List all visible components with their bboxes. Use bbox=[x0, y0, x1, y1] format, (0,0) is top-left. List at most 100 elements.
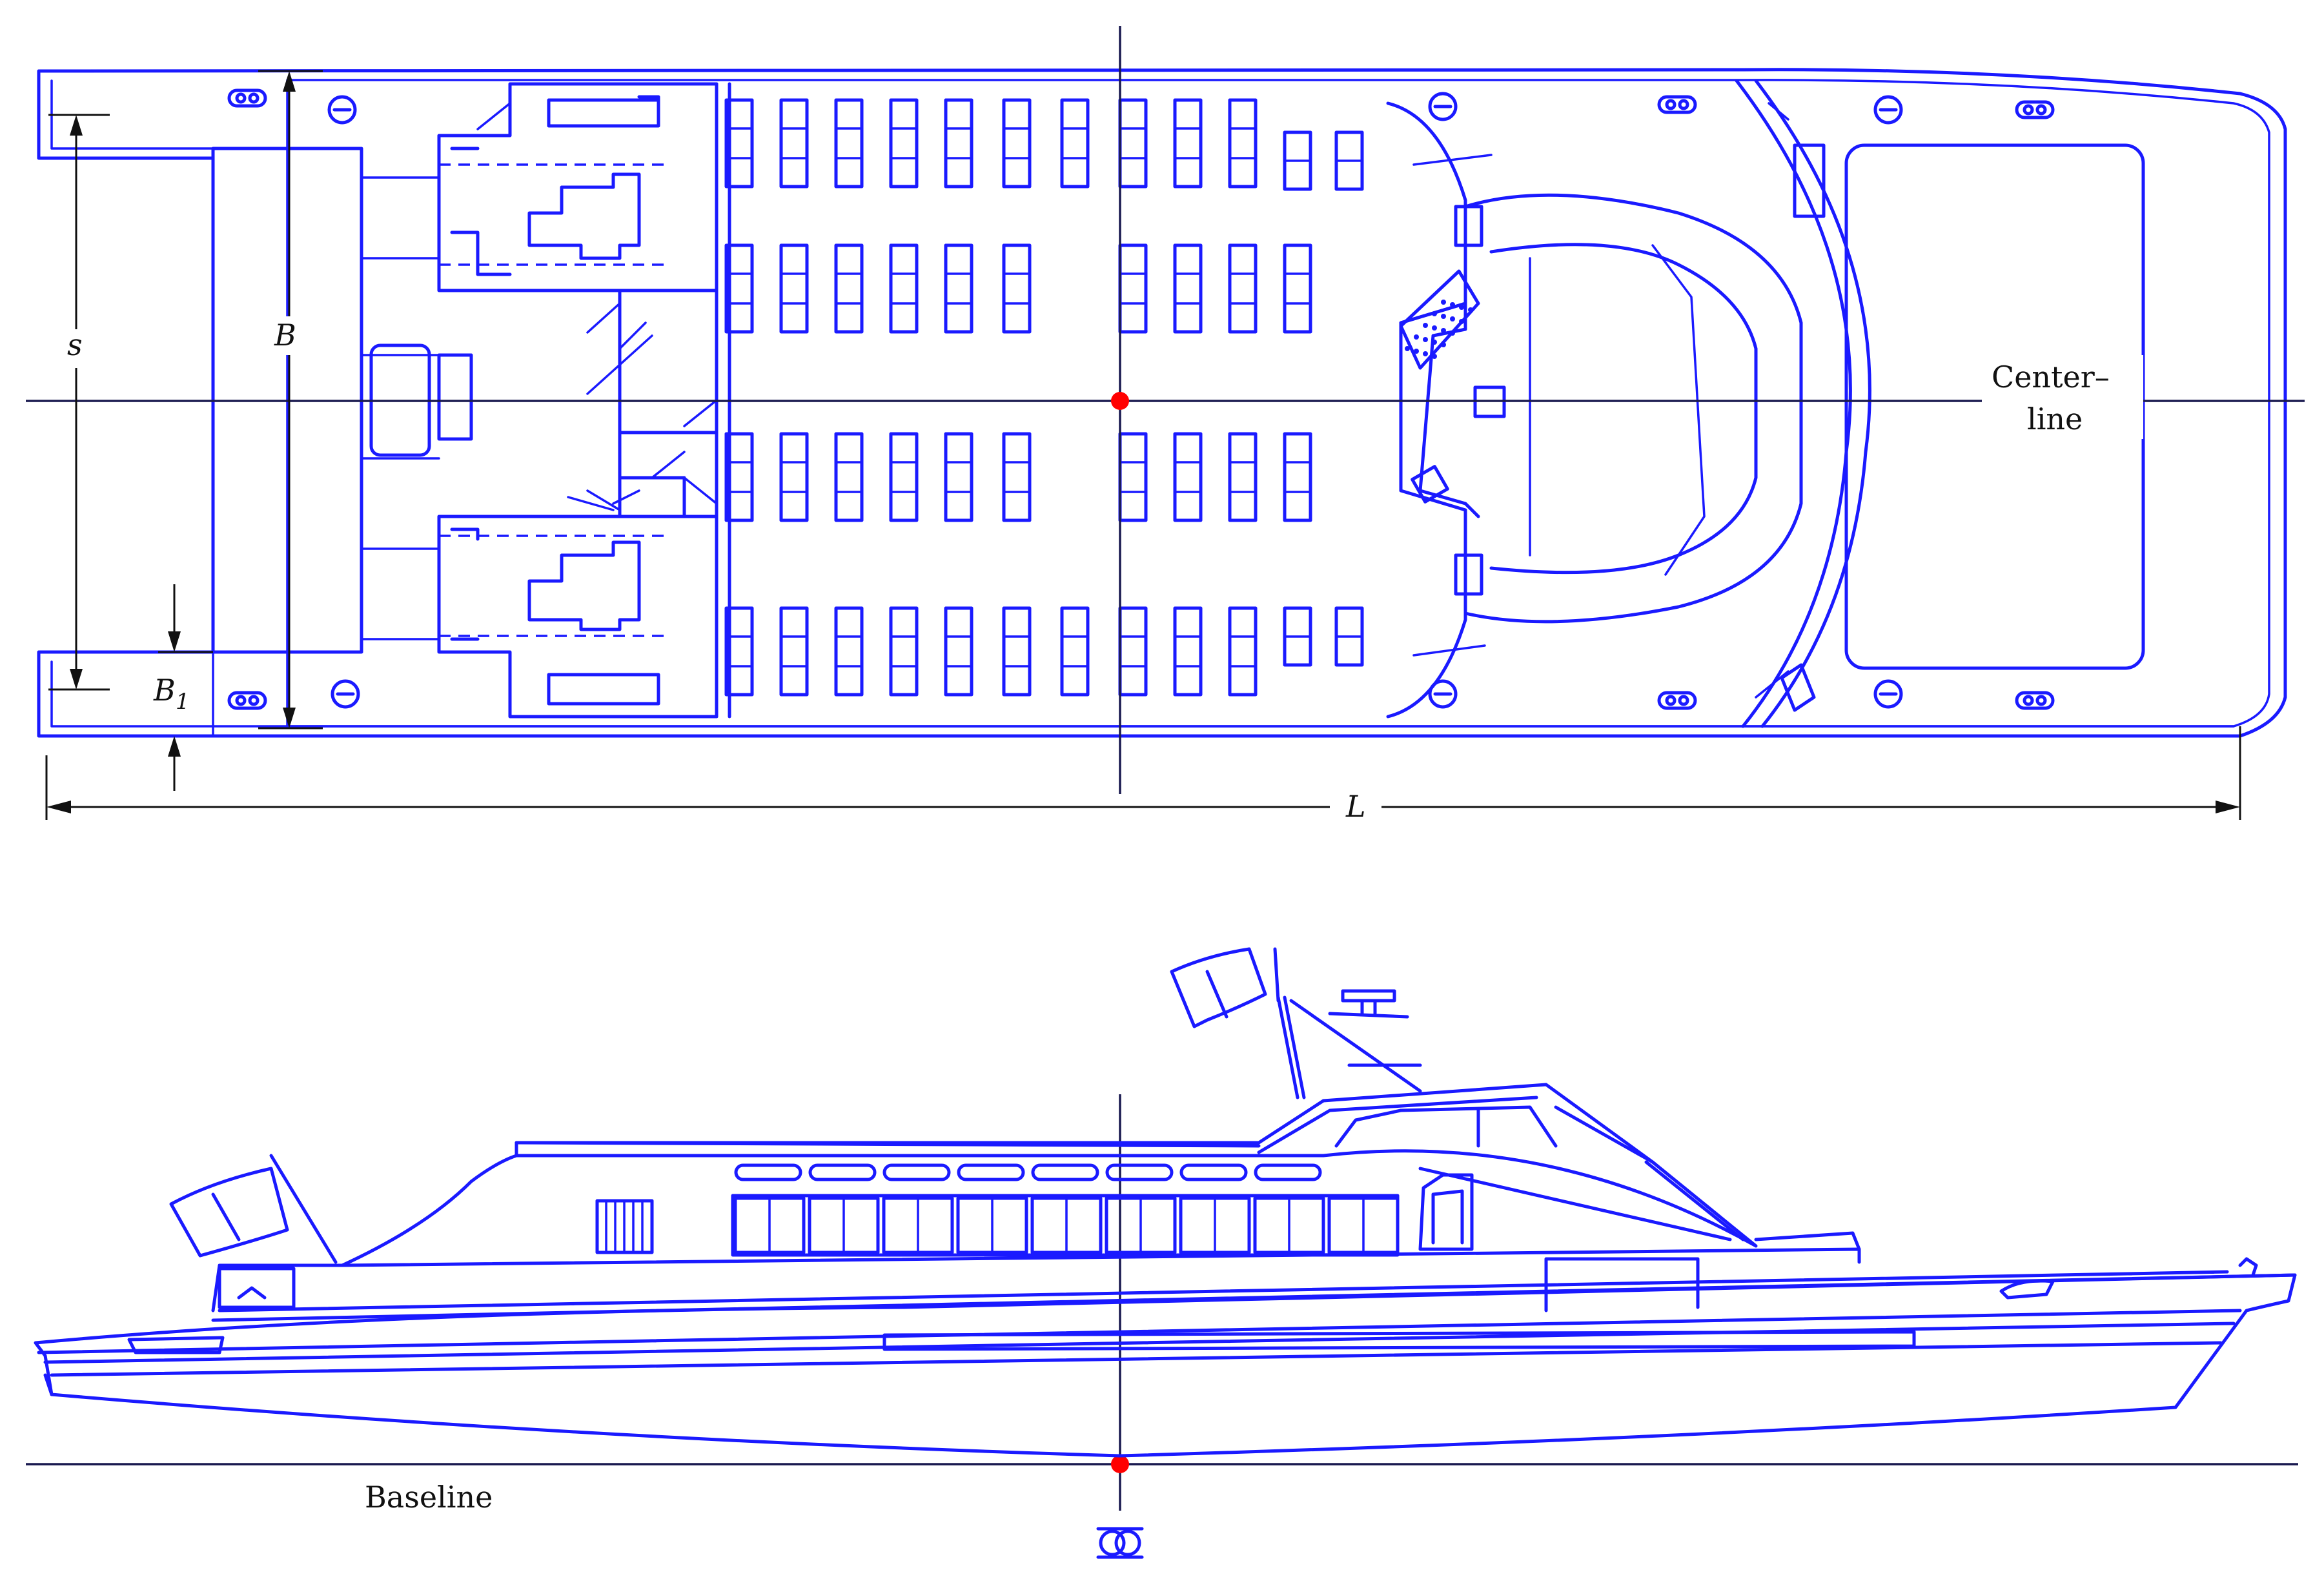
plan-engine-lower-box bbox=[547, 673, 660, 706]
seat-frame bbox=[724, 606, 754, 697]
profile-hull-lines bbox=[37, 1309, 2242, 1396]
seat-block bbox=[1334, 130, 1364, 191]
seat-block bbox=[1002, 243, 1032, 334]
plan-bridge-inner bbox=[1529, 244, 1706, 576]
plan-bridge-window bbox=[1454, 205, 1483, 247]
cleat-icon bbox=[1657, 691, 1697, 710]
seat-block bbox=[944, 606, 973, 697]
profile-bridge-lines bbox=[1418, 1105, 1861, 1251]
midship-section-icon bbox=[1096, 1527, 1144, 1559]
seat-frame bbox=[944, 606, 973, 697]
seat-block bbox=[889, 243, 919, 334]
porthole bbox=[1254, 1163, 1322, 1181]
seat-block bbox=[834, 606, 864, 697]
seat-block bbox=[724, 432, 754, 522]
seat-frame bbox=[1283, 243, 1312, 334]
cleat-base bbox=[2015, 100, 2055, 119]
plan-bow-curve bbox=[1735, 79, 1871, 728]
seat-block bbox=[889, 98, 919, 189]
bollard-icon bbox=[1873, 679, 1903, 709]
cleat-hole bbox=[1665, 99, 1677, 110]
seat-block bbox=[944, 432, 973, 522]
profile-bow-fitting bbox=[1999, 1257, 2258, 1300]
seat-block bbox=[1060, 606, 1090, 697]
seat-block bbox=[944, 98, 973, 189]
seat-frame bbox=[889, 243, 919, 334]
seat-block bbox=[1228, 606, 1258, 697]
label-centerline-1: Center– bbox=[1992, 360, 2110, 394]
seat-block bbox=[834, 98, 864, 189]
seat-frame bbox=[1060, 606, 1090, 697]
seat-block bbox=[1173, 432, 1203, 522]
seat-block bbox=[1118, 606, 1148, 697]
seat-frame bbox=[724, 243, 754, 334]
panel-dot bbox=[1441, 342, 1446, 347]
panel-dot bbox=[1450, 331, 1455, 336]
dim-B-arrow-bottom bbox=[283, 708, 296, 728]
panel-dot bbox=[1405, 346, 1410, 351]
seat-frame bbox=[834, 432, 864, 522]
seat-frame bbox=[1118, 98, 1148, 189]
porthole bbox=[957, 1163, 1025, 1181]
cleat-hole bbox=[1678, 99, 1689, 110]
cleat-icon bbox=[227, 88, 267, 108]
plan-engine-upper-box2 bbox=[450, 147, 512, 276]
profile-mast bbox=[1273, 947, 1422, 1099]
cleat-hole bbox=[2035, 104, 2047, 116]
porthole bbox=[808, 1163, 877, 1181]
bollard-icon bbox=[1428, 679, 1458, 709]
seat-frame bbox=[1228, 243, 1258, 334]
seat-frame bbox=[1002, 606, 1032, 697]
seat-block bbox=[1002, 432, 1032, 522]
window-band bbox=[731, 1194, 1400, 1257]
bollard-ring bbox=[1873, 679, 1903, 709]
seat-block bbox=[834, 243, 864, 334]
cleat-hole bbox=[2023, 695, 2034, 706]
seat-frame bbox=[724, 432, 754, 522]
porthole bbox=[1105, 1163, 1174, 1181]
marker-baseline bbox=[1111, 1455, 1129, 1473]
cleat-hole bbox=[248, 695, 260, 706]
label-baseline: Baseline bbox=[365, 1480, 493, 1515]
panel-dot bbox=[1432, 340, 1437, 345]
profile-view bbox=[34, 947, 2297, 1458]
bollard-ring bbox=[1428, 92, 1458, 121]
seat-block bbox=[779, 243, 809, 334]
cleat-hole bbox=[2035, 695, 2047, 706]
profile-vent bbox=[595, 1199, 654, 1254]
dim-B1-arrow-top bbox=[168, 631, 181, 652]
seat-block bbox=[1002, 98, 1032, 189]
seat-frame bbox=[944, 432, 973, 522]
seat-block bbox=[1173, 98, 1203, 189]
cleat-hole bbox=[1678, 695, 1689, 706]
plan-hull-inner bbox=[50, 79, 2270, 728]
porthole bbox=[882, 1163, 951, 1181]
seat-frame bbox=[889, 606, 919, 697]
seat-block bbox=[1173, 243, 1203, 334]
seat-frame bbox=[779, 432, 809, 522]
cleat-icon bbox=[2015, 100, 2055, 119]
seat-frame bbox=[1173, 432, 1203, 522]
plan-bridge-console bbox=[1399, 301, 1480, 518]
dim-L-arrow-left bbox=[46, 801, 71, 813]
seat-block bbox=[1228, 98, 1258, 189]
plan-foredeck-box2 bbox=[1780, 663, 1816, 712]
plan-control-dots bbox=[1405, 300, 1473, 359]
seat-frame bbox=[944, 98, 973, 189]
cleat-hole bbox=[248, 92, 260, 104]
seat-block bbox=[1334, 606, 1364, 667]
plan-door-swings bbox=[476, 102, 1789, 699]
seat-block bbox=[724, 606, 754, 697]
plan-fittings bbox=[227, 88, 2055, 710]
dimensions: s B B 1 L Center– line Baseline bbox=[45, 70, 2241, 1515]
panel-dot bbox=[1450, 302, 1455, 307]
plan-hull-outline bbox=[37, 68, 2287, 738]
cleat-icon bbox=[2015, 691, 2055, 710]
bollard-ring bbox=[327, 95, 357, 125]
seat-block bbox=[834, 432, 864, 522]
panel-dot bbox=[1414, 349, 1419, 354]
profile-flag-bow bbox=[1170, 947, 1267, 1028]
profile-stern-box bbox=[218, 1267, 296, 1309]
profile-bridge bbox=[1257, 1083, 1758, 1248]
